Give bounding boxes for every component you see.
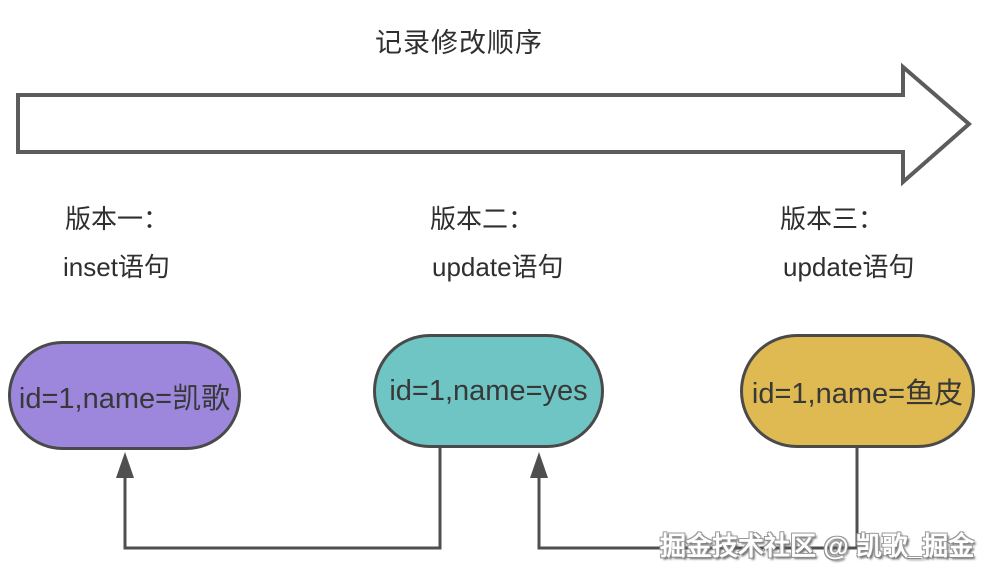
version-2-label: 版本二： — [430, 204, 535, 234]
version-1-label: 版本一： — [65, 204, 170, 234]
record-pill-v2-text: id=1,name=yes — [389, 374, 588, 407]
connector-v2-arrowhead-icon — [116, 452, 134, 478]
version-1-statement: inset语句 — [63, 252, 170, 282]
connector-v2-to-v1 — [123, 448, 442, 550]
record-pill-v1-text: id=1,name=凯歌 — [18, 382, 231, 415]
version-3-label: 版本三： — [780, 204, 885, 234]
record-pill-v2: id=1,name=yes — [373, 334, 604, 448]
version-3-statement: update语句 — [783, 252, 915, 282]
diagram-title: 记录修改顺序 — [375, 28, 543, 58]
record-pill-v3: id=1,name=鱼皮 — [740, 334, 975, 448]
connector-v3-to-v2 — [537, 448, 859, 550]
timeline-arrow — [16, 62, 973, 187]
version-2-statement: update语句 — [432, 252, 564, 282]
record-pill-v3-text: id=1,name=鱼皮 — [751, 378, 964, 410]
connector-v3-arrowhead-icon — [530, 452, 548, 478]
watermark: 掘金技术社区 @ 凯歌_掘金 — [660, 531, 975, 561]
record-pill-v1: id=1,name=凯歌 — [8, 341, 241, 450]
